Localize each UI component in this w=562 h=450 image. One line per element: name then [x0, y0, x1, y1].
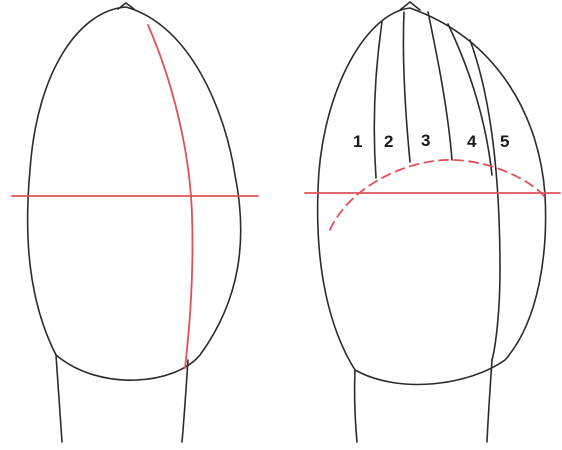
section-label-5: 5	[500, 132, 509, 151]
right-neck-right-line	[487, 360, 492, 442]
section-divider-line-1	[374, 22, 382, 178]
right-dashed-arc-guide	[330, 160, 544, 230]
section-divider-line-5	[470, 40, 500, 360]
left-head-figure	[12, 3, 258, 442]
section-label-4: 4	[467, 132, 477, 151]
section-divider-line-3	[428, 12, 452, 160]
section-label-3: 3	[421, 131, 430, 150]
right-head-figure: 1 2 3 4 5	[305, 2, 560, 442]
left-neck-left-line	[56, 355, 62, 442]
right-neck-left-line	[355, 370, 357, 442]
section-divider-line-2	[403, 12, 410, 162]
left-hair-tuft	[118, 3, 134, 9]
section-label-1: 1	[353, 132, 362, 151]
right-head-outline	[318, 8, 546, 384]
left-neck-right-line	[182, 360, 188, 442]
left-head-outline	[28, 7, 241, 380]
section-label-2: 2	[384, 132, 393, 151]
